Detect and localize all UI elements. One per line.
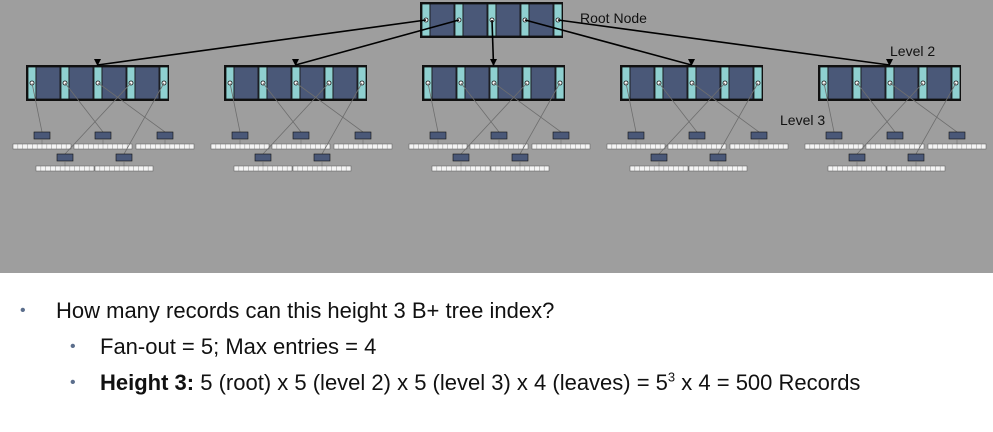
level-3-node — [650, 153, 668, 162]
level-2-label: Level 2 — [890, 43, 936, 59]
level2-to-level3-line — [321, 82, 363, 155]
level-3-node — [354, 131, 372, 140]
level2-to-level3-line — [691, 82, 760, 133]
level2-to-level3-line — [262, 82, 302, 133]
key-cell — [530, 66, 556, 100]
level-3-label: Level 3 — [780, 112, 826, 128]
level2-to-level3-line — [97, 82, 166, 133]
level-3-node — [115, 153, 133, 162]
key-cell — [629, 66, 655, 100]
key-cell — [695, 66, 721, 100]
arrow-head — [94, 59, 101, 66]
arrow-head — [688, 59, 695, 66]
root-to-level2-arrow — [295, 19, 460, 66]
root-to-level2-arrow — [491, 19, 495, 66]
level-3-node — [907, 153, 925, 162]
level-3-node — [254, 153, 272, 162]
level2-to-level3-line — [717, 82, 759, 155]
height-text: Height 3: 5 (root) x 5 (level 2) x 5 (le… — [100, 370, 860, 396]
bullet-dot: • — [70, 374, 76, 391]
root-node-label: Root Node — [580, 10, 647, 26]
level-3-node — [231, 131, 249, 140]
level-3-node — [552, 131, 570, 140]
level2-to-level3-line — [229, 82, 241, 133]
level-3-node — [709, 153, 727, 162]
level2-to-level3-line — [460, 82, 500, 133]
level2-to-level3-line — [856, 82, 896, 133]
key-cell — [35, 66, 61, 100]
level-3-node — [94, 131, 112, 140]
tree-graphic — [12, 2, 987, 172]
key-cell — [860, 66, 886, 100]
root-to-level2-arrow — [97, 19, 427, 66]
level-3-node — [511, 153, 529, 162]
level2-to-level3-line — [460, 82, 528, 155]
level2-to-level3-line — [262, 82, 330, 155]
key-cell — [462, 3, 488, 37]
level2-to-level3-line — [856, 82, 924, 155]
root-to-level2-arrow — [557, 19, 890, 66]
bullet-dot: • — [20, 302, 26, 319]
level-3-node — [156, 131, 174, 140]
height-expr-post: x 4 = 500 Records — [675, 370, 861, 395]
level-3-node — [948, 131, 966, 140]
key-cell — [101, 66, 127, 100]
key-cell — [266, 66, 292, 100]
key-cell — [926, 66, 952, 100]
question-text: How many records can this height 3 B+ tr… — [56, 298, 555, 323]
level2-to-level3-line — [658, 82, 698, 133]
level-3-node — [825, 131, 843, 140]
level2-to-level3-line — [31, 82, 43, 133]
level-3-node — [313, 153, 331, 162]
level-3-node — [292, 131, 310, 140]
level2-to-level3-line — [658, 82, 726, 155]
level-3-node — [452, 153, 470, 162]
level2-to-level3-line — [915, 82, 957, 155]
level2-to-level3-line — [493, 82, 562, 133]
key-cell — [431, 66, 457, 100]
key-cell — [134, 66, 160, 100]
key-cell — [68, 66, 94, 100]
key-cell — [827, 66, 853, 100]
level-3-node — [627, 131, 645, 140]
key-cell — [495, 3, 521, 37]
key-cell — [528, 3, 554, 37]
level-3-node — [886, 131, 904, 140]
bullet-dot: • — [70, 338, 76, 355]
level-3-node — [56, 153, 74, 162]
arrow-head — [886, 59, 893, 66]
b-plus-tree-diagram: Root Node Level 2 Level 3 — [0, 0, 993, 273]
key-cell — [728, 66, 754, 100]
arrow-head — [490, 59, 497, 66]
height-expr-pre: 5 (root) x 5 (level 2) x 5 (level 3) x 4… — [200, 370, 668, 395]
level2-to-level3-line — [823, 82, 835, 133]
level2-to-level3-line — [889, 82, 958, 133]
level2-to-level3-line — [64, 82, 132, 155]
key-cell — [662, 66, 688, 100]
height-exponent: 3 — [667, 369, 676, 385]
key-cell — [497, 66, 523, 100]
level-3-node — [750, 131, 768, 140]
level-3-node — [33, 131, 51, 140]
level2-to-level3-line — [519, 82, 561, 155]
key-cell — [893, 66, 919, 100]
fanout-text: Fan-out = 5; Max entries = 4 — [100, 334, 377, 359]
level2-to-level3-line — [64, 82, 104, 133]
level-3-node — [688, 131, 706, 140]
key-cell — [233, 66, 259, 100]
level2-to-level3-line — [295, 82, 364, 133]
level-3-node — [848, 153, 866, 162]
level2-to-level3-line — [427, 82, 439, 133]
level-3-node — [490, 131, 508, 140]
key-cell — [429, 3, 455, 37]
key-cell — [332, 66, 358, 100]
key-cell — [464, 66, 490, 100]
height-label: Height 3: — [100, 370, 195, 395]
level2-to-level3-line — [625, 82, 637, 133]
root-to-level2-arrow — [524, 19, 692, 66]
level-3-node — [429, 131, 447, 140]
arrow-head — [292, 59, 299, 66]
key-cell — [299, 66, 325, 100]
level2-to-level3-line — [123, 82, 165, 155]
